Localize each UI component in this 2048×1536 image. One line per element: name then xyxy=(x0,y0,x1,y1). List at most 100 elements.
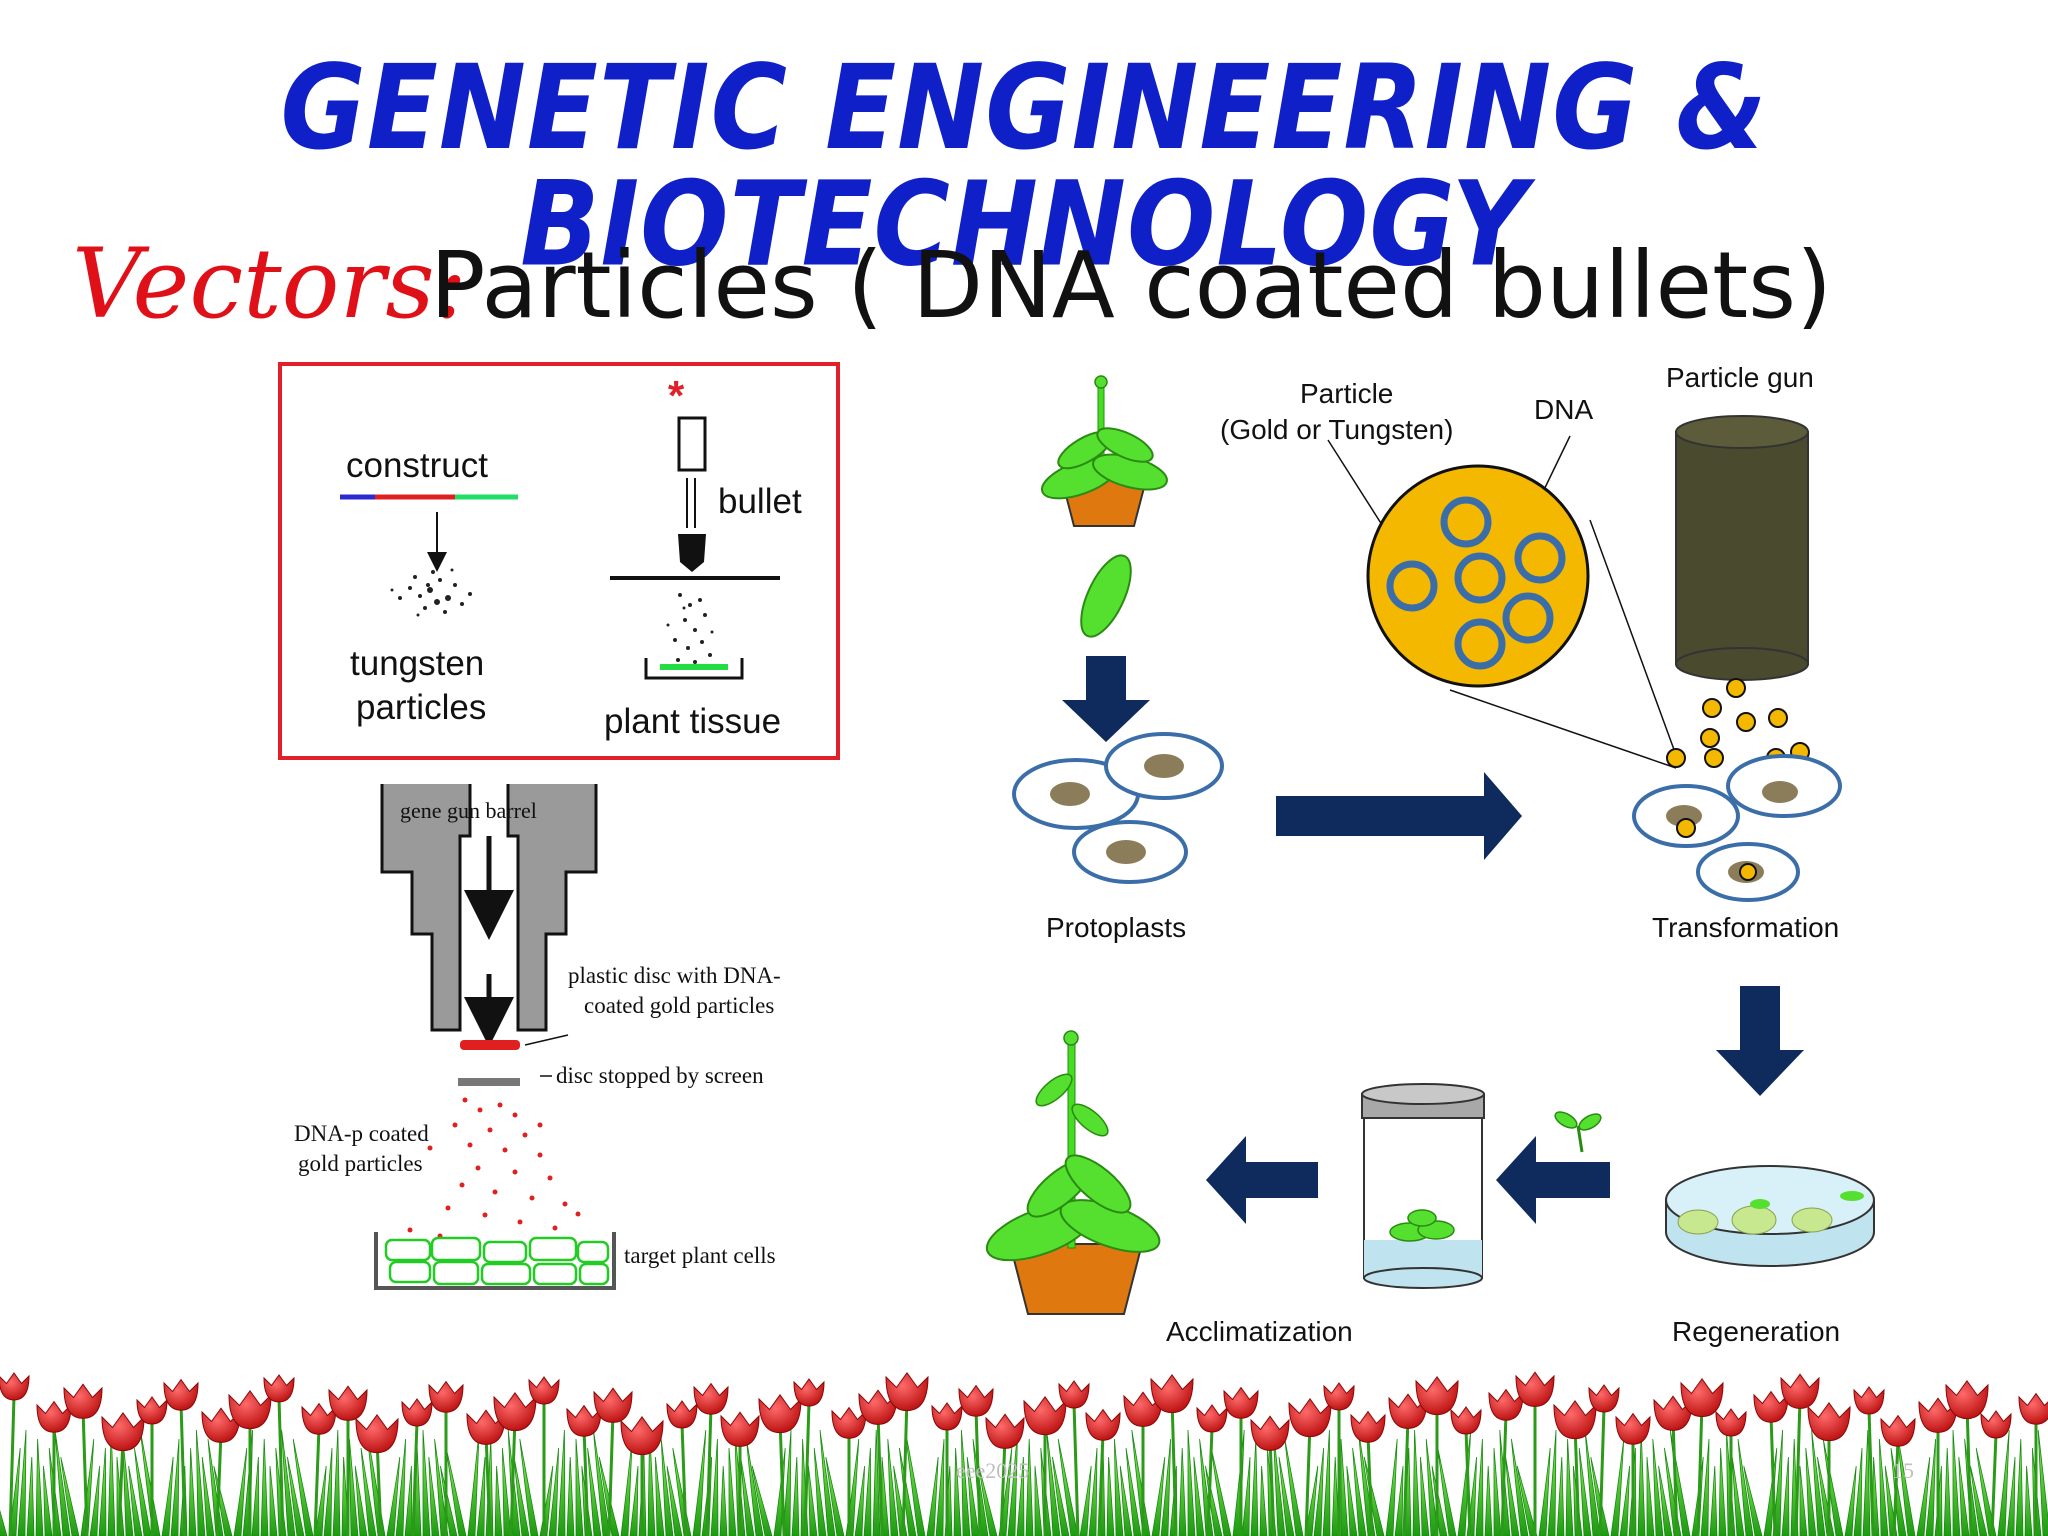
grass-blade xyxy=(620,1438,633,1536)
target-dish xyxy=(374,1232,616,1290)
grass-blade xyxy=(0,1509,8,1536)
grass-blade xyxy=(719,1465,728,1536)
grass-blade xyxy=(819,1429,836,1536)
grass-blade xyxy=(1958,1456,1970,1536)
tulip-stem xyxy=(277,1397,285,1536)
grass-blade xyxy=(1394,1465,1404,1536)
tulip-flower xyxy=(1085,1408,1121,1441)
grass-blade xyxy=(1278,1456,1295,1536)
grass-blade xyxy=(1493,1447,1502,1536)
tulip-stem xyxy=(901,1396,909,1536)
grass-blade xyxy=(332,1429,341,1536)
grass-blade xyxy=(655,1456,665,1536)
grass-blade xyxy=(196,1429,206,1536)
tulip-flower xyxy=(1553,1399,1597,1440)
grass-blade xyxy=(1131,1429,1151,1536)
barrel-right-wall xyxy=(506,784,598,1032)
footer-page-number: 15 xyxy=(1892,1458,1914,1483)
grass-blade xyxy=(128,1465,143,1536)
grass-blade xyxy=(1151,1456,1166,1536)
tulip-stem xyxy=(803,1401,811,1536)
slide-title: GENETIC ENGINEERING & BIOTECHNOLOGY xyxy=(280,39,1768,293)
grass-blade xyxy=(1322,1429,1331,1536)
tulip-stem xyxy=(1097,1432,1105,1536)
grass-blade xyxy=(1079,1465,1092,1536)
arrow-left-icon-2 xyxy=(1206,1136,1318,1224)
tulip-stem xyxy=(582,1428,590,1536)
tulip-stem xyxy=(484,1433,492,1536)
bullet-label: bullet xyxy=(718,482,802,521)
grass-blade xyxy=(825,1456,845,1536)
grass-blade xyxy=(35,1438,44,1536)
tulip-stem xyxy=(1573,1424,1581,1536)
grass-blade xyxy=(233,1447,248,1536)
grass-blade xyxy=(1925,1438,1936,1536)
tungsten-label-line2: particles xyxy=(356,688,487,727)
grass-blade xyxy=(587,1447,602,1536)
grass-blade xyxy=(386,1456,401,1536)
tulip-flower xyxy=(831,1406,867,1439)
tulip-flower xyxy=(263,1374,295,1403)
tulip-flower xyxy=(401,1398,433,1427)
grass-blade xyxy=(1475,1438,1484,1536)
grass-blade xyxy=(581,1465,593,1536)
tulip-flower xyxy=(931,1402,963,1431)
gene-gun-barrel-label: gene gun barrel xyxy=(400,798,537,823)
grass-blade xyxy=(566,1456,575,1536)
grass-blade xyxy=(260,1438,269,1536)
grass-blade xyxy=(672,1447,692,1536)
tulip-flower xyxy=(1853,1386,1885,1415)
tulip-flower xyxy=(1288,1397,1332,1438)
grass-blade xyxy=(692,1429,707,1536)
tulip-stem xyxy=(1304,1422,1312,1536)
grass-blade xyxy=(1997,1429,2010,1536)
grass-blade xyxy=(1199,1438,1214,1536)
grass-blade xyxy=(1088,1447,1098,1536)
vectors-label: Vectors: xyxy=(72,228,467,340)
tulip-stem xyxy=(974,1408,982,1536)
grass-blade xyxy=(557,1429,566,1536)
grass-blade xyxy=(292,1438,314,1536)
grass-blade xyxy=(1547,1429,1557,1536)
grass-blade xyxy=(666,1465,683,1536)
grass-blade xyxy=(1516,1465,1538,1536)
stopping-screen xyxy=(458,1078,520,1086)
grass-blade xyxy=(1578,1447,1592,1536)
grass-blade xyxy=(251,1456,260,1536)
grass-blade xyxy=(1025,1438,1034,1536)
dna-label: DNA xyxy=(1534,394,1594,425)
grass-blade xyxy=(1363,1456,1385,1536)
tulip-flower xyxy=(0,1372,30,1401)
arrow-down-icon-2 xyxy=(1716,986,1804,1096)
grass-blade xyxy=(1385,1438,1398,1536)
tulip-flower xyxy=(1415,1375,1459,1416)
grass-blade xyxy=(1250,1438,1259,1536)
grass-blade xyxy=(1420,1456,1430,1536)
plant-tissue-label: plant tissue xyxy=(604,702,782,741)
grass-blade xyxy=(1952,1429,1961,1536)
tulip-stem xyxy=(215,1431,223,1536)
tulip-stem xyxy=(313,1426,321,1536)
tulip-flower xyxy=(36,1400,72,1433)
bullet-box-panel: * xyxy=(278,362,840,760)
arrow-right-icon xyxy=(1276,772,1522,860)
grass-blade xyxy=(926,1456,939,1536)
particle-label-line2: (Gold or Tungsten) xyxy=(1220,414,1454,445)
grass-blade xyxy=(1331,1456,1340,1536)
tulip-stem xyxy=(1867,1409,1875,1536)
grass-blade xyxy=(1114,1438,1124,1536)
tulip-stem xyxy=(607,1411,615,1536)
tulip-flower xyxy=(1323,1382,1355,1411)
tulip-flower xyxy=(1880,1414,1916,1447)
disc-stopped-label: disc stopped by screen xyxy=(556,1063,764,1088)
grass-blade xyxy=(1511,1438,1529,1536)
tulip-stem xyxy=(81,1407,89,1536)
transformation-label: Transformation xyxy=(1652,912,1840,943)
grass-blade xyxy=(1890,1447,1907,1536)
tulip-flower xyxy=(720,1411,760,1447)
grass-blade xyxy=(1718,1447,1727,1536)
grass-blade xyxy=(1652,1438,1664,1536)
tulip-flower xyxy=(1150,1373,1194,1414)
grass-blade xyxy=(1057,1438,1079,1536)
grass-blade xyxy=(751,1465,773,1536)
